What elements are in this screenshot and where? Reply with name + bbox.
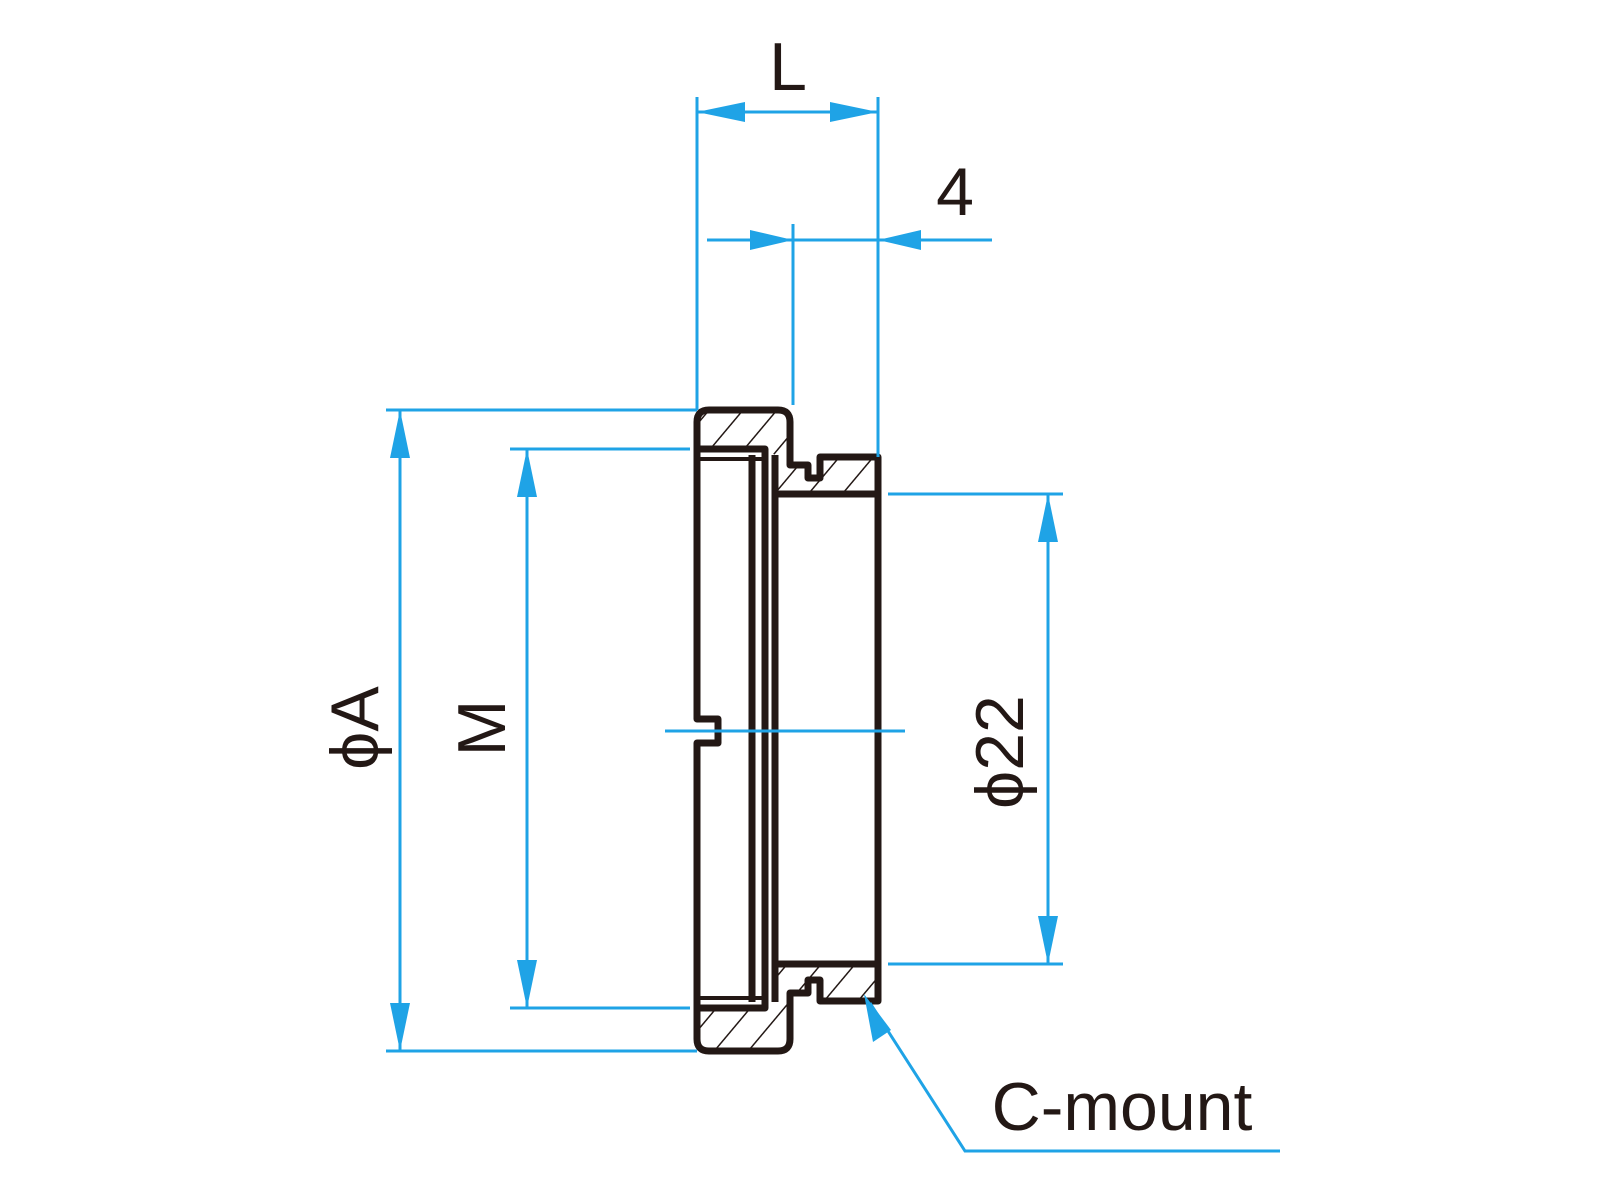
section-hatching: [700, 413, 875, 1048]
leader-c-mount: C-mount: [864, 994, 1280, 1153]
label-phi-A: ϕA: [317, 686, 393, 770]
dimension-M: M: [444, 447, 690, 1010]
dimension-L: L: [695, 29, 880, 457]
dimension-4: 4: [707, 154, 992, 405]
label-4: 4: [936, 154, 974, 230]
part-outline: [693, 406, 882, 1055]
label-phi-22: ϕ22: [962, 695, 1038, 809]
label-L: L: [769, 29, 807, 105]
dimension-phi-A: ϕA: [317, 408, 697, 1053]
label-c-mount: C-mount: [992, 1069, 1253, 1145]
label-M: M: [444, 700, 520, 757]
dimension-phi-22: ϕ22: [888, 492, 1063, 966]
